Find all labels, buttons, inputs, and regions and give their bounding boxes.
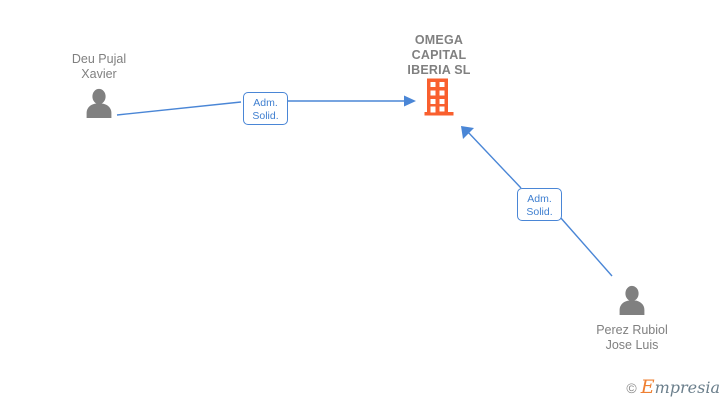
brand-name: Empresia bbox=[640, 376, 720, 398]
brand-rest: mpresia bbox=[654, 378, 720, 397]
person-name-label: Deu Pujal Xavier bbox=[71, 52, 127, 81]
arrowhead-icon bbox=[461, 126, 474, 139]
edge-segment-upper bbox=[466, 130, 522, 189]
person-icon bbox=[86, 88, 112, 118]
copyright-icon: © bbox=[626, 379, 637, 396]
person-name-label: Perez Rubiol Jose Luis bbox=[596, 323, 668, 352]
node-person-perez-rubiol-jose-luis[interactable]: Perez Rubiol Jose Luis bbox=[562, 285, 702, 353]
edge-label-adm-solid-2[interactable]: Adm. Solid. bbox=[517, 188, 562, 221]
company-name-label: OMEGA CAPITAL IBERIA SL bbox=[407, 33, 471, 77]
person-icon bbox=[619, 285, 645, 315]
edge-segment-lower bbox=[559, 216, 613, 277]
node-company-omega-capital-iberia-sl[interactable]: OMEGA CAPITAL IBERIA SL bbox=[359, 33, 519, 116]
arrowhead-icon bbox=[404, 95, 416, 107]
empresia-watermark: © Empresia bbox=[626, 376, 720, 398]
edge-label-adm-solid-1[interactable]: Adm. Solid. bbox=[243, 92, 288, 125]
building-icon bbox=[424, 78, 454, 116]
edge-segment-left bbox=[116, 101, 242, 116]
node-person-deu-pujal-xavier[interactable]: Deu Pujal Xavier bbox=[29, 52, 169, 118]
edge-deu-pujal-xavier-to-omega bbox=[116, 95, 416, 116]
brand-initial: E bbox=[640, 376, 655, 398]
edge-perez-rubiol-jose-luis-to-omega bbox=[461, 126, 613, 277]
